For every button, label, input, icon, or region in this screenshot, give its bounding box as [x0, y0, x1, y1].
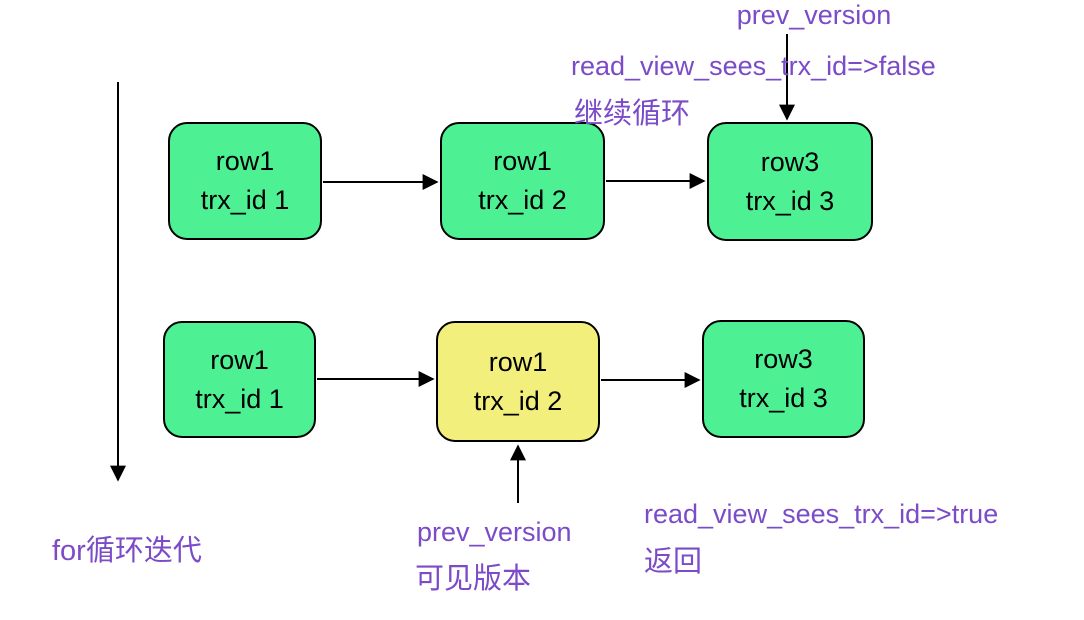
node-trx-label: trx_id 2 [478, 185, 567, 215]
node-row-label: row3 [760, 146, 820, 177]
label-read-view-sees-false: read_view_sees_trx_id=>false [571, 51, 936, 81]
node-bottom-row3-trx3: row3 trx_id 3 [702, 320, 865, 438]
node-row-label: row1 [488, 346, 548, 377]
label-prev-version-top: prev_version [736, 0, 892, 30]
label-return: 返回 [644, 546, 703, 578]
node-trx-label: trx_id 1 [200, 185, 290, 215]
node-row-label: row1 [493, 146, 552, 176]
node-top-row3-trx3: row3 trx_id 3 [707, 122, 873, 241]
node-top-row1-trx1: row1 trx_id 1 [168, 122, 322, 240]
node-trx-label: trx_id 3 [739, 383, 828, 413]
label-prev-version-bottom: prev_version [417, 517, 572, 547]
node-row-label: row3 [754, 344, 813, 374]
label-read-view-sees-true: read_view_sees_trx_id=>true [644, 499, 999, 529]
node-bottom-row1-trx2-visible: row1 trx_id 2 [436, 321, 600, 442]
node-row-label: row1 [215, 146, 275, 176]
node-trx-label: trx_id 1 [195, 383, 284, 414]
label-for-loop-iterate: for循环迭代 [52, 535, 202, 567]
label-visible-version: 可见版本 [415, 563, 532, 595]
node-bottom-row1-trx1: row1 trx_id 1 [163, 321, 316, 438]
node-row-label: row1 [210, 344, 269, 375]
label-continue-loop: 继续循环 [574, 98, 691, 130]
node-top-row1-trx2: row1 trx_id 2 [440, 122, 605, 240]
node-trx-label: trx_id 3 [745, 185, 835, 216]
node-trx-label: trx_id 2 [473, 385, 563, 416]
